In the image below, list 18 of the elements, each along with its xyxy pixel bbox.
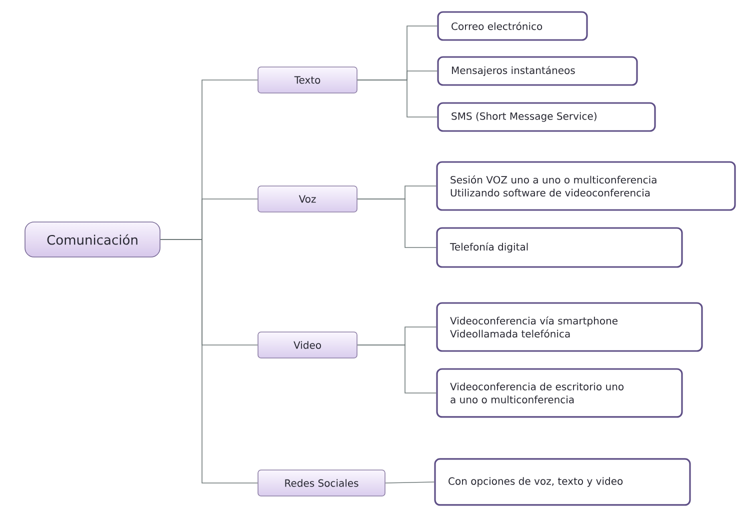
item-box: Con opciones de voz, texto y video — [434, 458, 691, 506]
category-box: Redes Sociales — [258, 470, 386, 496]
item-box: Mensajeros instantáneos — [437, 56, 638, 86]
item-box: Telefonía digital — [436, 227, 683, 268]
item-box: Videoconferencia de escritorio uno a uno o multiconferencia — [436, 368, 683, 418]
connector-line — [385, 482, 435, 484]
item-box: SMS (Short Message Service) — [437, 102, 656, 132]
item-box: Correo electrónico — [437, 11, 588, 41]
connector-line — [357, 344, 437, 394]
category-box: Texto — [258, 66, 358, 94]
category-box: Video — [258, 332, 358, 358]
category-box: Voz — [258, 186, 358, 212]
connector-line — [357, 198, 437, 248]
connector-line — [160, 239, 258, 484]
topic-box: Comunicación — [24, 222, 160, 258]
item-box: Videoconferencia vía smartphone Videollamada telefónica — [436, 302, 703, 352]
connector-line — [357, 80, 438, 118]
item-box: Sesión VOZ uno a uno o multiconferencia Utilizando software de videoconferencia — [436, 161, 736, 211]
